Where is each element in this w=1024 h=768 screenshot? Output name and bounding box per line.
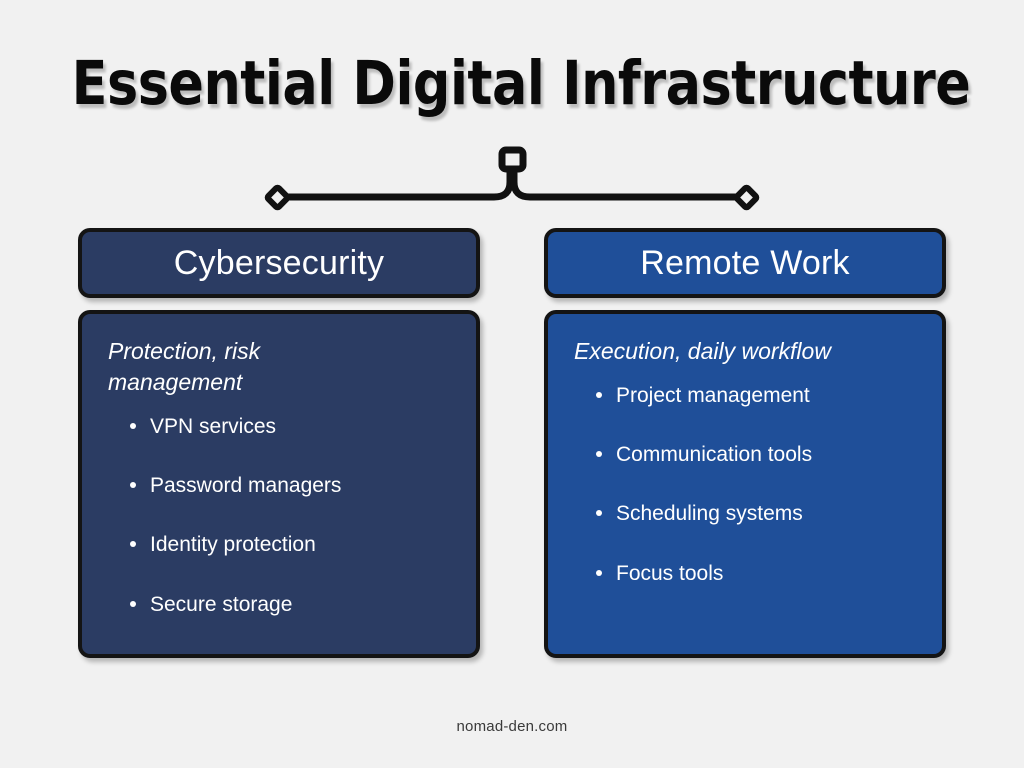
bullet-dot-icon <box>130 482 136 489</box>
list-item-label: Identity protection <box>150 533 316 557</box>
square-node-icon <box>498 146 527 173</box>
list-item-label: Password managers <box>150 474 342 498</box>
diamond-endpoint-icon-right <box>733 184 760 211</box>
bullet-dot-icon <box>596 569 602 576</box>
bullet-dot-icon <box>596 392 602 399</box>
list-item: Password managers <box>108 473 450 498</box>
card-header-label: Remote Work <box>640 244 850 282</box>
list-item: Scheduling systems <box>574 501 916 526</box>
card-body-cybersecurity: Protection, risk management VPN services… <box>78 310 480 658</box>
list-item-label: Scheduling systems <box>616 502 803 526</box>
connector-bracket <box>262 146 762 212</box>
connector-right-rail <box>510 166 750 201</box>
list-item-label: Secure storage <box>150 592 293 616</box>
card-header-cybersecurity[interactable]: Cybersecurity <box>78 228 480 298</box>
card-header-remote-work[interactable]: Remote Work <box>544 228 946 298</box>
list-item-label: Focus tools <box>616 561 724 585</box>
column-remote-work: Remote Work Execution, daily workflow Pr… <box>544 228 946 658</box>
list-item: Communication tools <box>574 442 916 467</box>
list-item-label: VPN services <box>150 415 277 439</box>
footer-attribution: nomad-den.com <box>456 718 568 735</box>
bullet-dot-icon <box>130 423 136 430</box>
page-title: Essential Digital Infrastructure <box>71 48 971 119</box>
connector-left-rail <box>274 166 514 201</box>
column-cybersecurity: Cybersecurity Protection, risk managemen… <box>78 228 480 658</box>
list-item: Focus tools <box>574 561 916 586</box>
bullet-list-cybersecurity: VPN services Password managers Identity … <box>108 414 450 617</box>
bullet-dot-icon <box>596 451 602 458</box>
diamond-endpoint-icon-left <box>264 184 291 211</box>
bullet-dot-icon <box>596 510 602 517</box>
bullet-dot-icon <box>130 541 136 548</box>
list-item-label: Communication tools <box>616 443 813 467</box>
card-body-remote-work: Execution, daily workflow Project manage… <box>544 310 946 658</box>
bullet-list-remote-work: Project management Communication tools S… <box>574 383 916 586</box>
list-item: Identity protection <box>108 532 450 557</box>
bullet-dot-icon <box>130 600 136 607</box>
list-item-label: Project management <box>616 384 810 408</box>
list-item: Secure storage <box>108 592 450 617</box>
card-subtitle: Execution, daily workflow <box>574 338 831 364</box>
category-columns: Cybersecurity Protection, risk managemen… <box>0 228 1024 658</box>
list-item: VPN services <box>108 414 450 439</box>
card-header-label: Cybersecurity <box>173 244 385 282</box>
list-item: Project management <box>574 383 916 408</box>
card-subtitle: Protection, risk management <box>108 338 261 396</box>
